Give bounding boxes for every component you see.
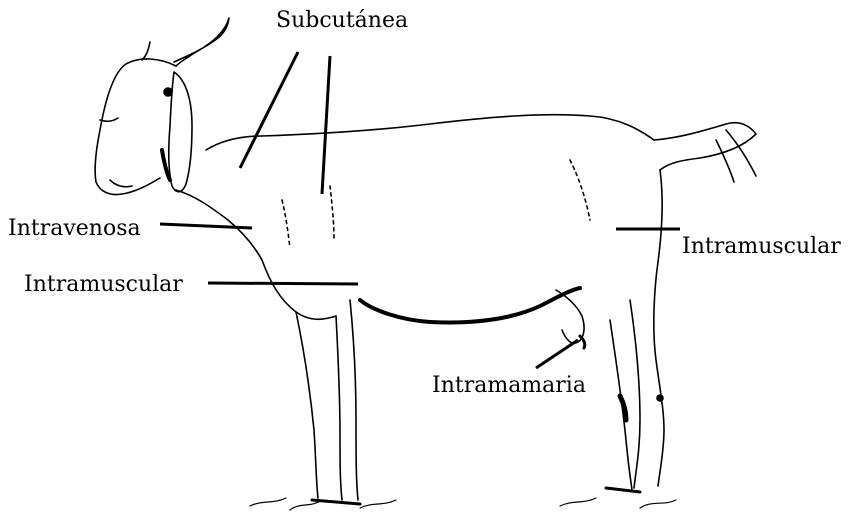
intramuscular-front-pointer	[208, 283, 358, 284]
goat-ear	[169, 72, 192, 192]
goat-tail	[654, 123, 756, 170]
intramamaria-pointer	[536, 340, 578, 368]
goat-horn	[174, 18, 229, 66]
goat-chest	[262, 260, 336, 319]
goat-back	[262, 115, 654, 140]
subcutanea-pointer-1	[240, 52, 298, 168]
label-intramuscular-front: Intramuscular	[24, 274, 183, 296]
goat-head	[95, 59, 176, 195]
label-intravenosa: Intravenosa	[8, 218, 141, 240]
goat-belly	[360, 288, 580, 322]
label-subcutanea: Subcutánea	[276, 10, 408, 32]
goat-front-leg	[296, 312, 318, 498]
intravenosa-pointer	[160, 224, 252, 228]
label-intramuscular-back: Intramuscular	[682, 236, 841, 258]
goat-hind-leg	[654, 170, 664, 486]
subcutanea-pointer-2	[322, 56, 330, 194]
label-intramamaria: Intramamaria	[432, 375, 586, 397]
